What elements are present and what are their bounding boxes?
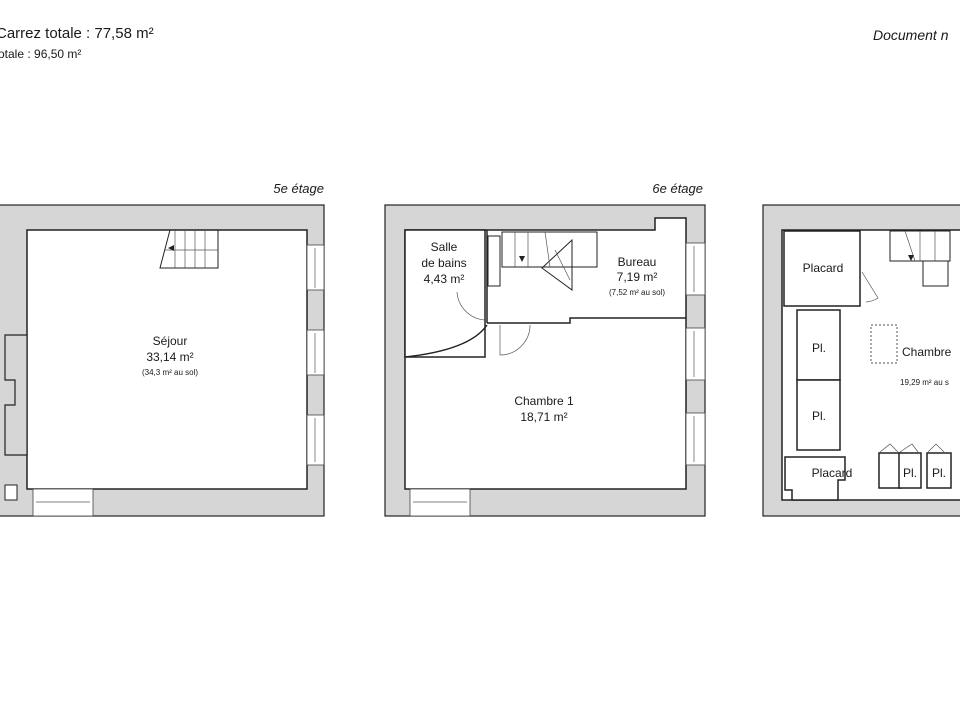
windows	[32, 244, 325, 517]
closet-label: Placard	[812, 466, 853, 480]
carrez-total: Carrez totale : 77,58 m²	[0, 25, 154, 42]
skylight	[870, 324, 898, 364]
plan-7e-etage: Chambre 19,29 m² au s Placard Pl. Pl. Pl…	[762, 204, 960, 517]
closet-label: Pl.	[932, 466, 946, 480]
windows	[409, 242, 706, 517]
wall-niche	[4, 484, 18, 501]
room-name: Chambre 1	[514, 394, 574, 408]
room-salle-de-bains	[404, 229, 486, 358]
closet-label: Placard	[803, 261, 844, 275]
room-area: 18,71 m²	[520, 410, 567, 424]
room-name-2: de bains	[421, 256, 466, 270]
room-name: Salle	[431, 240, 458, 254]
closet-label: Pl.	[903, 466, 917, 480]
door-swing	[879, 443, 945, 453]
staircase	[159, 229, 219, 269]
staircase	[501, 231, 598, 291]
floor-label: 6e étage	[652, 181, 703, 196]
floor-label: 5e étage	[273, 181, 324, 196]
stair-arrow-icon	[168, 245, 174, 251]
stair-arrow-icon	[519, 256, 525, 262]
fireplace	[4, 334, 28, 456]
room-placard	[783, 230, 861, 307]
room-pl	[796, 379, 841, 451]
room-floor-area: 19,29 m² au s	[900, 378, 949, 387]
room-pl	[926, 452, 952, 489]
room-placard	[784, 456, 846, 501]
room-name: Séjour	[153, 334, 188, 348]
closet-label: Pl.	[812, 341, 826, 355]
room-pl	[878, 452, 902, 489]
curved-wall	[404, 324, 488, 358]
room-floor-area: (34,3 m² au sol)	[142, 368, 198, 377]
room-area: 33,14 m²	[146, 350, 193, 364]
room-area: 4,43 m²	[424, 272, 465, 286]
room-name: Bureau	[618, 255, 657, 269]
room-pl	[796, 309, 841, 381]
staircase	[889, 230, 951, 287]
stair-arrow-icon	[908, 255, 914, 261]
room-name: Chambre	[902, 345, 952, 359]
duct	[487, 235, 501, 287]
room-area: 7,19 m²	[617, 270, 658, 284]
room-floor-area: (7,52 m² au sol)	[609, 288, 665, 297]
closet-label: Pl.	[812, 409, 826, 423]
plan-5e-etage: 5e étage Séjour 33,14 m² (34,3 m² au sol…	[0, 181, 325, 517]
plan-6e-etage: 6e étage Salle de bains 4,43 m² Bureau	[384, 181, 706, 517]
surface-total: otale : 96,50 m²	[0, 47, 82, 61]
wall-bureau	[487, 317, 686, 324]
door-swing	[456, 291, 486, 321]
document-note: Document n	[873, 27, 949, 43]
room-pl	[898, 452, 922, 489]
door-swing	[861, 271, 879, 303]
door-swing	[499, 324, 531, 356]
